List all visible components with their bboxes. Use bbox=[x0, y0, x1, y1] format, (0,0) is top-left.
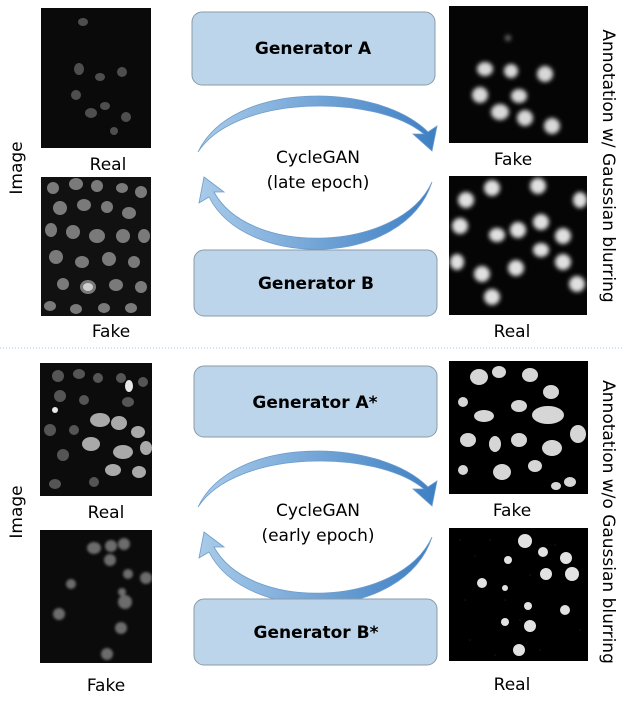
bottom-cycle-epoch: (early epoch) bbox=[261, 526, 374, 546]
top-real-caption-right: Real bbox=[494, 322, 531, 342]
bottom-real-caption-right: Real bbox=[494, 675, 531, 695]
generator-b-star-box: Generator B* bbox=[193, 598, 438, 666]
bottom-real-image bbox=[40, 363, 152, 496]
bottom-fake-annotation-image bbox=[449, 361, 588, 494]
generator-b-star-label: Generator B* bbox=[254, 623, 379, 643]
top-right-side-label: Annotation w/ Gaussian blurring bbox=[598, 29, 618, 302]
arrow-right-icon bbox=[197, 95, 438, 153]
arrow-left-icon-2 bbox=[198, 531, 433, 605]
generator-a-box: Generator A bbox=[191, 11, 436, 86]
bottom-real-caption: Real bbox=[88, 503, 125, 523]
top-real-annotation-image bbox=[449, 176, 587, 315]
arrow-right-icon-2 bbox=[197, 450, 438, 508]
top-cycle-arrows bbox=[197, 95, 438, 250]
bottom-right-side-label: Annotation w/o Gaussian blurring bbox=[598, 380, 618, 664]
bottom-panel: Image Annotation w/o Gaussian blurring bbox=[7, 361, 618, 696]
generator-b-label: Generator B bbox=[258, 274, 374, 294]
bottom-fake-caption-right: Fake bbox=[493, 501, 531, 521]
top-cycle-title: CycleGAN bbox=[276, 148, 360, 168]
generator-a-star-label: Generator A* bbox=[252, 393, 377, 413]
top-real-caption: Real bbox=[90, 155, 127, 175]
top-fake-annotation-image bbox=[449, 6, 588, 143]
generator-a-label: Generator A bbox=[255, 39, 372, 59]
generator-a-star-box: Generator A* bbox=[193, 365, 438, 438]
arrow-left-icon bbox=[198, 176, 433, 250]
bottom-fake-image bbox=[40, 530, 152, 663]
top-left-side-label: Image bbox=[7, 141, 27, 194]
bottom-cycle-title: CycleGAN bbox=[276, 501, 360, 521]
top-real-image bbox=[41, 8, 151, 148]
top-fake-caption-right: Fake bbox=[494, 150, 532, 170]
top-fake-caption-left: Fake bbox=[92, 322, 130, 342]
bottom-real-annotation-image bbox=[449, 528, 588, 661]
bottom-cycle-arrows bbox=[197, 450, 438, 605]
bottom-fake-caption-left: Fake bbox=[87, 676, 125, 696]
top-cycle-epoch: (late epoch) bbox=[267, 173, 370, 193]
bottom-left-side-label: Image bbox=[7, 485, 27, 538]
top-fake-image bbox=[41, 177, 151, 316]
top-panel: Image Annotation w/ Gaussian blurring Re… bbox=[7, 6, 618, 342]
generator-b-box: Generator B bbox=[193, 249, 438, 317]
